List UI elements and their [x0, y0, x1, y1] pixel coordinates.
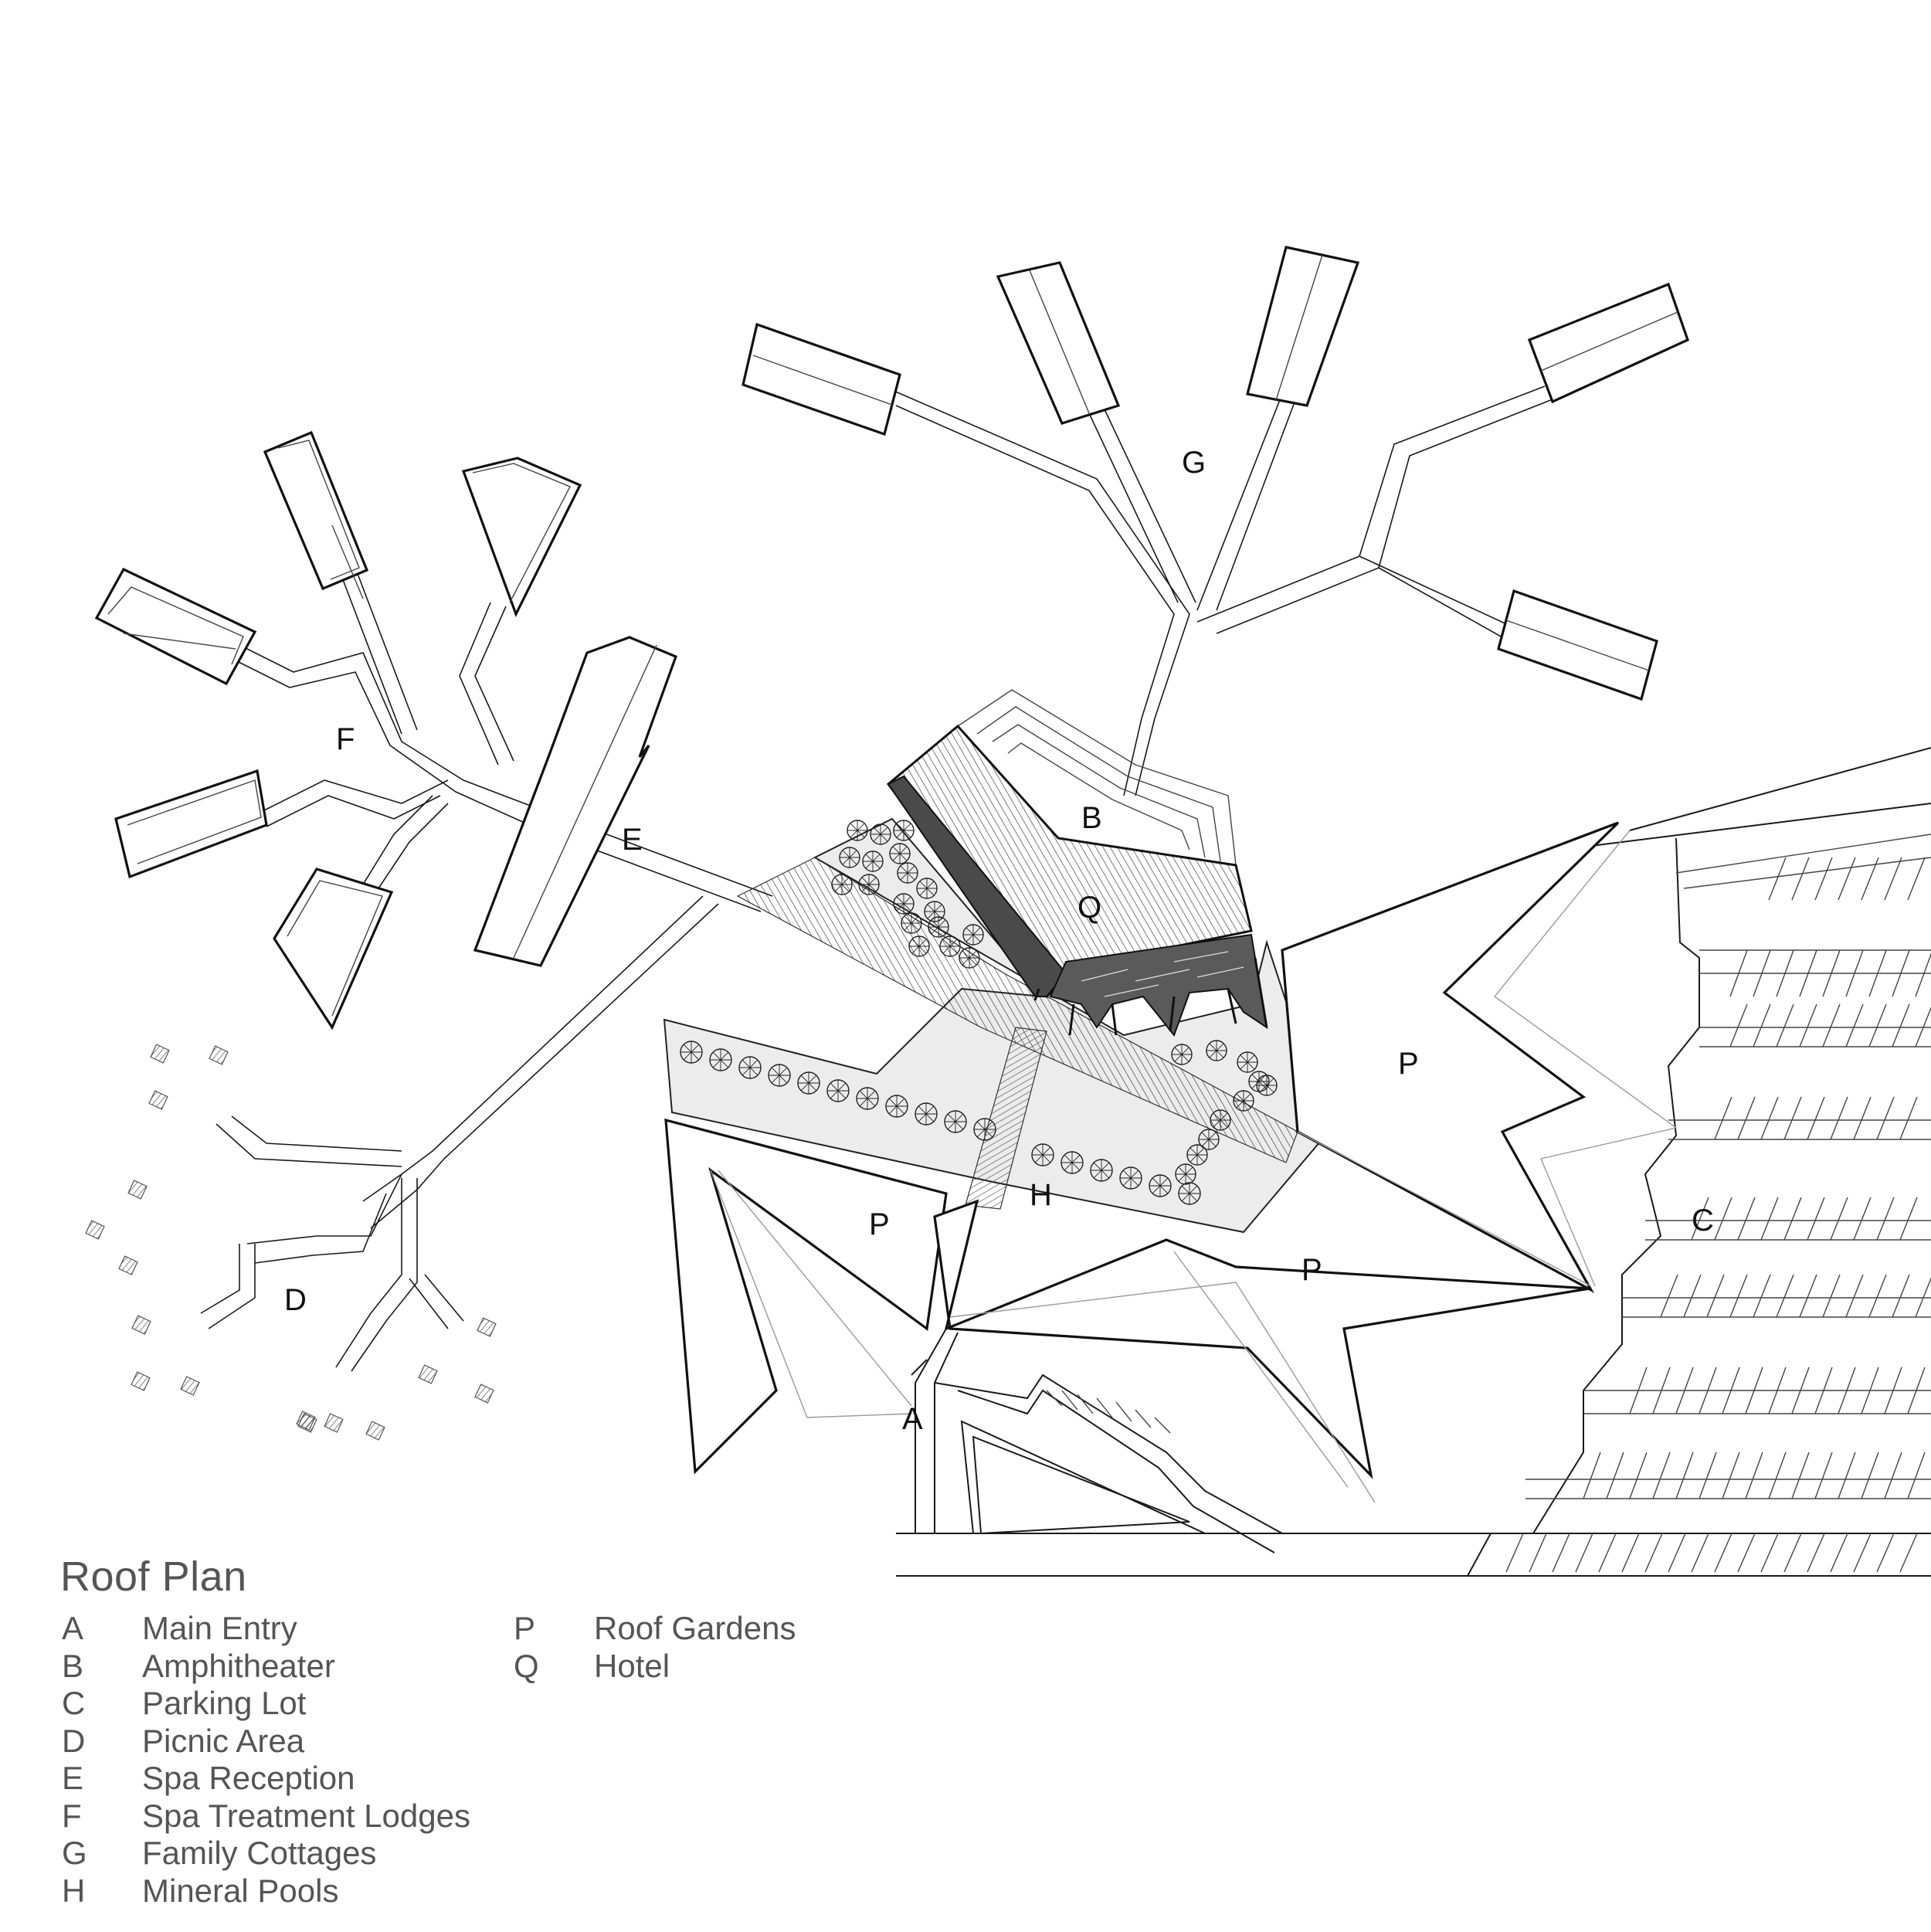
legend-row: A Main Entry: [62, 1610, 470, 1648]
legend-row: Q Hotel: [514, 1648, 796, 1686]
picnic-area: [85, 895, 719, 1441]
hotel: [886, 724, 1268, 1037]
legend-row: C Parking Lot: [62, 1685, 470, 1723]
legend-label: Spa Treatment Lodges: [142, 1797, 470, 1834]
legend-title: Roof Plan: [60, 1553, 247, 1600]
legend-row: D Picnic Area: [62, 1723, 470, 1761]
picnic-table-icon: [180, 1376, 200, 1396]
legend-label: Spa Reception: [142, 1760, 355, 1796]
legend-key: B: [62, 1647, 84, 1684]
label-b: B: [1081, 801, 1102, 835]
legend-key: F: [62, 1797, 82, 1834]
legend-row: E Spa Reception: [62, 1760, 470, 1798]
legend-key: C: [62, 1685, 86, 1721]
legend-key: P: [514, 1610, 536, 1646]
picnic-table-icon: [418, 1364, 438, 1384]
roof-gardens: [664, 821, 1678, 1553]
label-g: G: [1182, 446, 1206, 480]
legend-key: H: [62, 1872, 86, 1909]
label-p-right: P: [1398, 1047, 1419, 1081]
legend-label: Parking Lot: [142, 1685, 307, 1721]
picnic-table-icon: [365, 1421, 385, 1441]
picnic-table-icon: [474, 1384, 494, 1404]
legend-label: Main Entry: [142, 1610, 297, 1646]
family-cottages: [742, 246, 1689, 796]
picnic-table-icon: [85, 1220, 105, 1240]
legend-label: Amphitheater: [142, 1647, 335, 1684]
parking-lot: [896, 747, 1931, 1577]
picnic-table-icon: [150, 1044, 170, 1064]
picnic-table-icon: [477, 1317, 497, 1337]
legend-key: D: [62, 1722, 86, 1759]
picnic-table-icon: [297, 1413, 317, 1433]
label-q: Q: [1077, 891, 1101, 925]
label-f: F: [336, 722, 355, 756]
legend-row: P Roof Gardens: [514, 1610, 796, 1648]
picnic-table-icon: [148, 1090, 168, 1110]
legend-key: E: [62, 1760, 84, 1796]
picnic-table-icon: [131, 1371, 151, 1391]
legend-key: A: [62, 1610, 84, 1646]
legend-row: B Amphitheater: [62, 1648, 470, 1686]
picnic-table-icon: [127, 1180, 148, 1200]
legend-key: Q: [514, 1647, 539, 1684]
picnic-table-icon: [209, 1045, 229, 1065]
amphitheater: [957, 689, 1237, 866]
label-a: A: [902, 1402, 923, 1436]
legend-label: Picnic Area: [142, 1722, 305, 1759]
picnic-table-icon: [118, 1255, 138, 1275]
label-p-left: P: [869, 1207, 890, 1241]
label-d: D: [284, 1283, 307, 1317]
legend-label: Mineral Pools: [142, 1872, 339, 1909]
legend-row: F Spa Treatment Lodges: [62, 1798, 470, 1835]
label-e: E: [622, 823, 643, 857]
picnic-table-icon: [131, 1315, 151, 1335]
label-p-bottom: P: [1301, 1253, 1322, 1287]
picnic-table-icon: [324, 1413, 344, 1433]
label-c: C: [1692, 1204, 1714, 1238]
legend-key: G: [62, 1835, 87, 1871]
plan-labels: A B C D E F G H P P P Q: [284, 446, 1714, 1436]
legend-label: Roof Gardens: [594, 1610, 796, 1646]
legend-label: Family Cottages: [142, 1835, 377, 1871]
legend-label: Hotel: [594, 1647, 670, 1684]
legend-row: H Mineral Pools: [62, 1873, 470, 1910]
spa-treatment-lodges: [94, 430, 773, 1031]
label-h: H: [1030, 1178, 1052, 1212]
legend-row: G Family Cottages: [62, 1835, 470, 1873]
